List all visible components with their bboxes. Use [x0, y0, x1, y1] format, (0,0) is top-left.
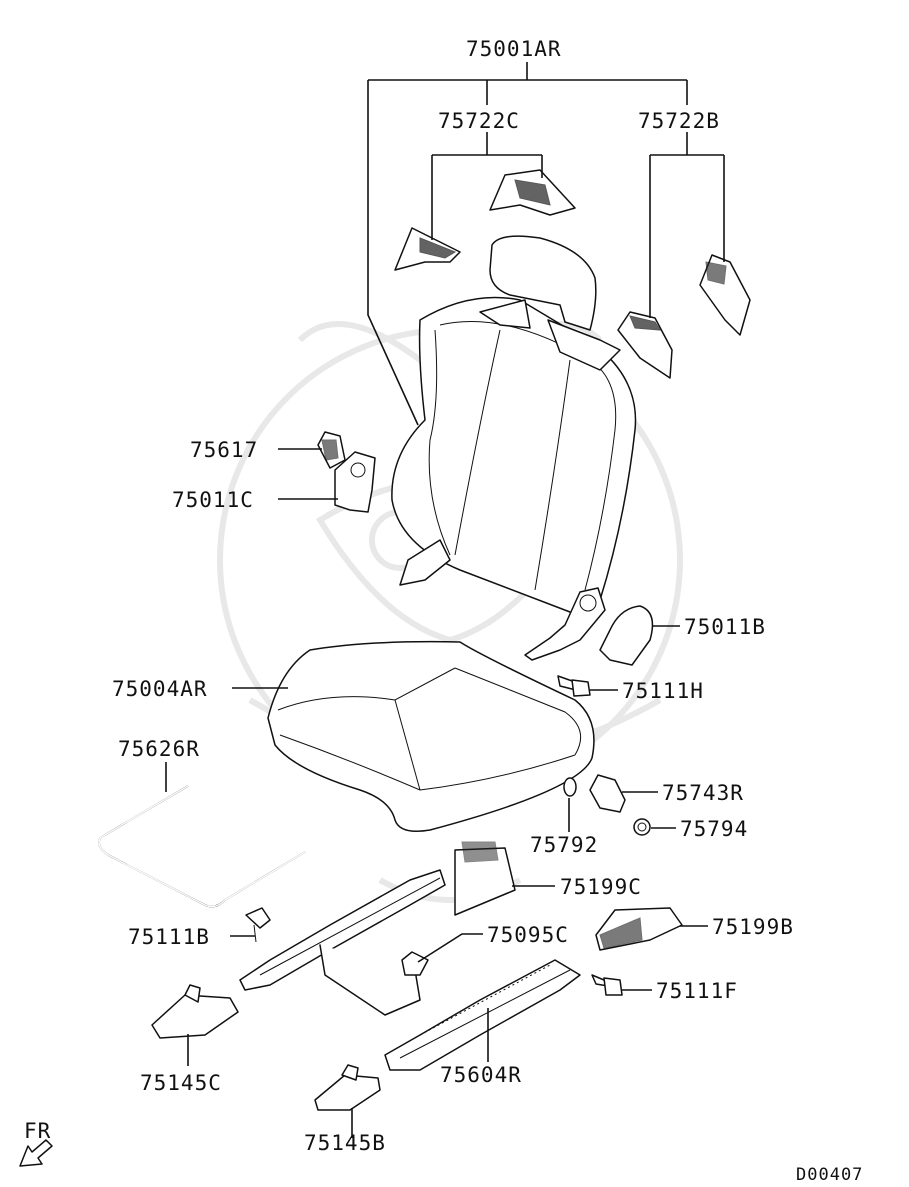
- bolt-75111b: [245, 907, 271, 943]
- label-75145c: 75145C: [140, 1071, 222, 1095]
- label-75794: 75794: [680, 817, 748, 841]
- fr-label: FR: [24, 1119, 51, 1143]
- label-75001ar: 75001AR: [466, 37, 562, 61]
- label-75011c: 75011C: [172, 488, 254, 512]
- leader-lines: [165, 62, 725, 1138]
- label-75145b: 75145B: [304, 1131, 386, 1155]
- label-75626r: 75626R: [118, 737, 200, 761]
- wire-75626r: [98, 785, 306, 908]
- diagram-id: D00407: [796, 1165, 863, 1185]
- label-75095c: 75095C: [487, 923, 569, 947]
- seat-cushion: [267, 640, 595, 832]
- label-75199c: 75199C: [560, 875, 642, 899]
- front-direction-indicator: FR: [19, 1119, 53, 1167]
- bolt-75111f: [591, 974, 623, 996]
- caps: [151, 984, 381, 1111]
- part-labels: 75001AR 75722C 75722B 75617 75011C 75011…: [112, 37, 794, 1155]
- cover-75722c-parts: [394, 169, 576, 271]
- cover-75722b-parts: [617, 254, 751, 379]
- label-75111f: 75111F: [656, 979, 738, 1003]
- label-75199b: 75199B: [712, 915, 794, 939]
- label-75604r: 75604R: [440, 1063, 522, 1087]
- label-75111b: 75111B: [128, 925, 210, 949]
- seat-back: [391, 235, 637, 614]
- label-75792: 75792: [530, 833, 598, 857]
- label-75011b: 75011B: [684, 615, 766, 639]
- bolt-75111h: [557, 675, 591, 697]
- bracket-left-parts: [317, 431, 376, 513]
- label-75111h: 75111H: [622, 679, 704, 703]
- fr-arrow-icon: [19, 1139, 53, 1167]
- small-parts-right: [563, 774, 651, 836]
- label-75743r: 75743R: [662, 781, 744, 805]
- label-75722c: 75722C: [438, 109, 520, 133]
- slide-rail-assembly: [239, 841, 683, 1071]
- label-75004ar: 75004AR: [112, 677, 208, 701]
- bracket-75011b-parts: [524, 587, 654, 666]
- label-75617: 75617: [190, 438, 258, 462]
- label-75722b: 75722B: [638, 109, 720, 133]
